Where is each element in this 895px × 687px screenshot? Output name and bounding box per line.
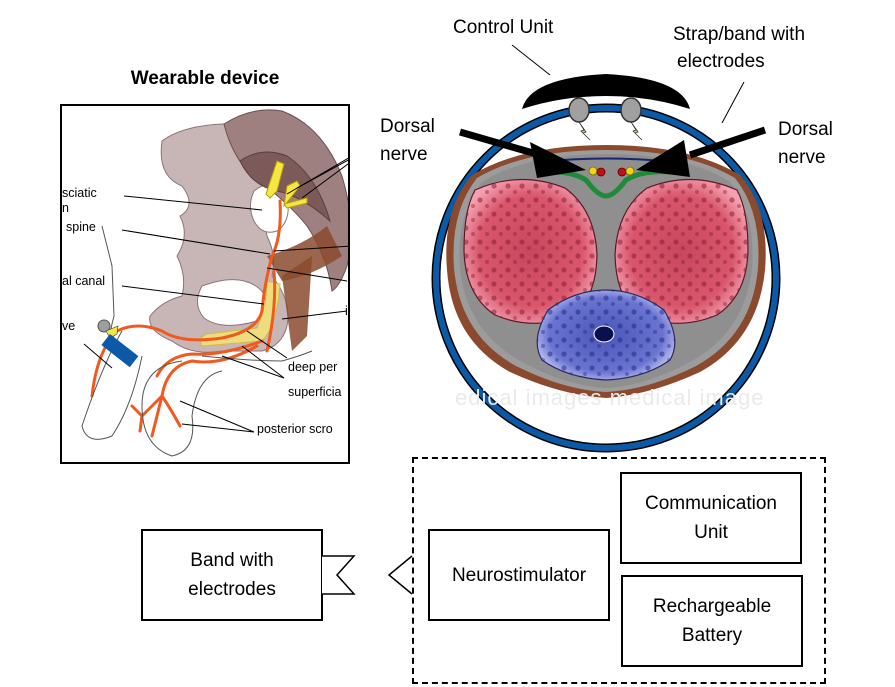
band-label-line2: electrodes <box>188 579 276 600</box>
band-connector-notch <box>322 555 356 595</box>
label-dorsal-left-nerve: nerve <box>380 144 428 165</box>
band-with-electrodes-box: Band with electrodes <box>141 529 323 621</box>
electrode-icon <box>97 319 111 333</box>
label-posterior-scrotal: posterior scro <box>257 422 333 436</box>
comm-label-line2: Unit <box>694 522 728 543</box>
dorsal-nerve-right-dot <box>625 166 635 176</box>
label-sciatic: sciatic <box>62 186 97 200</box>
pelvis-anatomy-drawing <box>81 109 348 457</box>
strap-leader <box>721 81 745 124</box>
neurostimulator-label: Neurostimulator <box>451 564 587 586</box>
label-strap-line2: electrodes <box>677 51 765 72</box>
label-nerve: ve <box>62 319 76 333</box>
lightning-icon-left <box>578 121 591 141</box>
control-unit <box>522 74 690 109</box>
lightning-icon <box>105 325 119 339</box>
label-dorsal-left: Dorsal <box>380 116 435 137</box>
label-dorsal-right: Dorsal <box>778 119 833 140</box>
label-i: i <box>345 304 348 318</box>
stimulator-connector-arrow <box>387 555 413 595</box>
dorsal-artery-right-dot <box>617 167 627 177</box>
label-deep-perineal: deep per <box>288 360 338 374</box>
comm-label-line1: Communication <box>645 493 777 514</box>
bucks-fascia <box>539 169 673 199</box>
electrode-right <box>620 97 642 123</box>
ligament <box>267 226 342 281</box>
cross-section-illustration <box>431 44 781 453</box>
neurostimulator-box: Neurostimulator <box>428 529 610 621</box>
dorsal-arrow-right <box>636 126 767 177</box>
dorsal-arrow-left <box>459 128 586 178</box>
label-canal: al canal <box>62 274 106 288</box>
wearable-device-title: Wearable device <box>130 68 280 89</box>
label-dorsal-right-nerve: nerve <box>778 147 826 168</box>
label-spine: spine <box>66 220 96 234</box>
electrode-left <box>568 97 590 123</box>
device-enclosure-dashed <box>412 457 826 684</box>
label-control-unit: Control Unit <box>453 17 554 38</box>
dorsal-nerve-left-dot <box>588 166 598 176</box>
wearable-device-illustration: sciatic n spine al canal ve deep per sup… <box>60 104 350 464</box>
label-superficial: superficia <box>288 385 342 399</box>
communication-unit-box: Communication Unit <box>620 472 802 564</box>
battery-label-line2: Battery <box>681 625 743 646</box>
watermark-text: edical images medical image <box>455 385 765 410</box>
label-strap-line1: Strap/band with <box>673 24 806 45</box>
battery-label-line1: Rechargeable <box>652 596 772 617</box>
label-sciatic-line2: n <box>62 201 69 215</box>
dorsal-artery-left-dot <box>596 167 606 177</box>
band-label-line1: Band with <box>190 550 274 571</box>
lightning-icon-right <box>630 121 643 141</box>
urethra <box>593 325 615 343</box>
control-unit-leader <box>511 44 551 76</box>
rechargeable-battery-box: Rechargeable Battery <box>621 575 803 667</box>
wearable-band <box>101 334 139 368</box>
